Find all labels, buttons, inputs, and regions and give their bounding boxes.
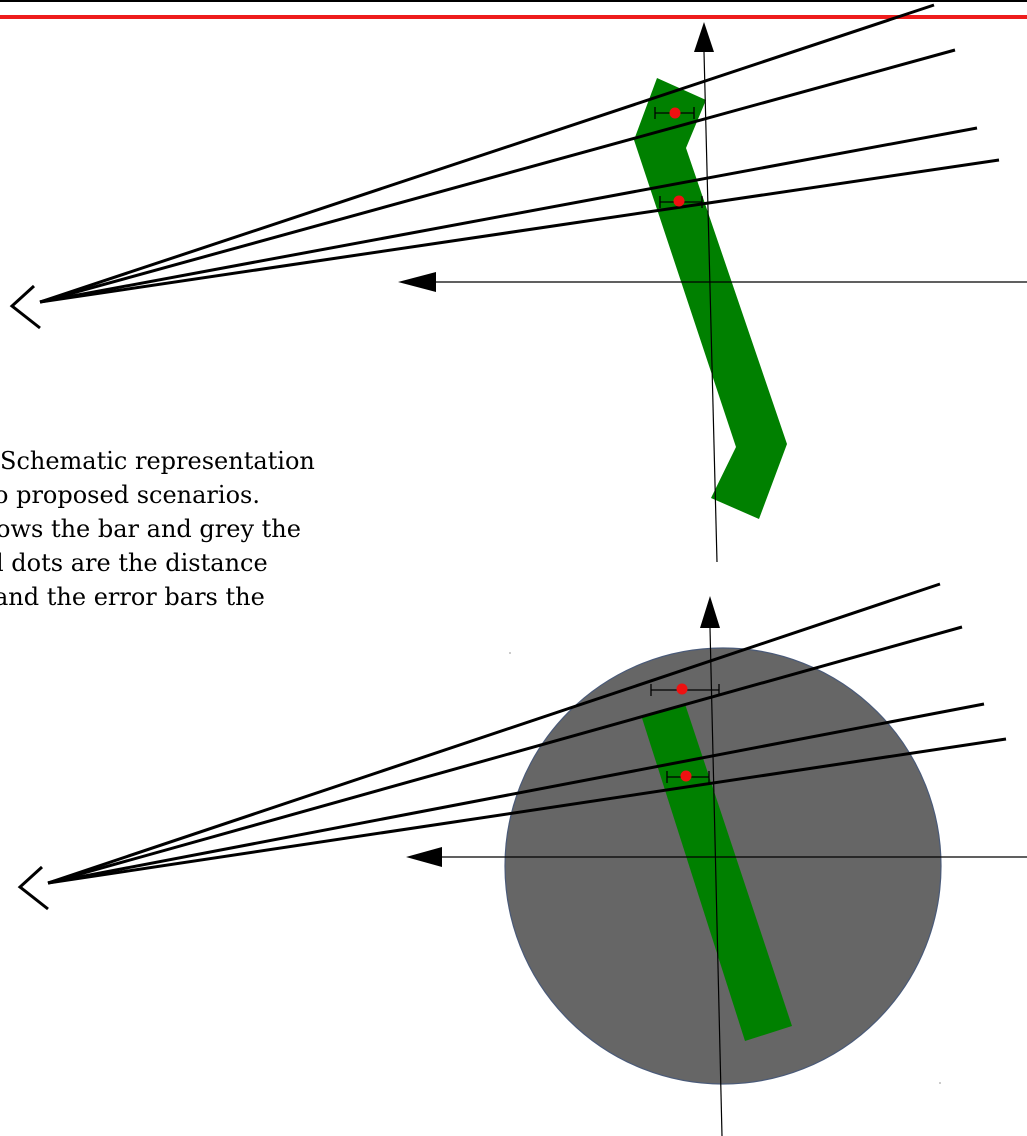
caption-line: and the error bars the [0,583,265,611]
sightline [47,737,1007,885]
observer-eye-icon [17,865,49,911]
vertical-axis [709,627,723,1136]
distance-dot [673,195,685,207]
panel-bar-plus-bulge [17,582,1027,1136]
horizontal-axis-arrowhead [398,272,436,292]
sightlines [39,3,1000,304]
distance-estimate [654,107,695,119]
vertical-axis-arrowhead [694,22,714,52]
distance-dot [680,770,692,782]
caption-line: ows the bar and grey the [0,515,301,543]
horizontal-axis-arrowhead [406,847,442,867]
sightline [39,158,1000,304]
observer-eye-icon [9,284,41,330]
sightline [47,625,963,885]
vertical-axis [703,51,718,563]
figure-caption: Schematic representation o proposed scen… [0,446,400,656]
caption-line: l dots are the distance [0,549,268,577]
sightline [39,48,956,304]
sightline [47,582,941,885]
caption-line: o proposed scenarios. [0,481,260,509]
panel-bar-only [9,3,1027,563]
distance-dot [669,107,681,119]
caption-line: Schematic representation [0,447,315,475]
distance-estimate [666,770,710,783]
sightline [47,702,985,885]
distance-estimate [650,683,720,696]
sightlines [47,582,1007,885]
sightline [39,126,978,304]
sightline [39,3,935,304]
distance-dot [676,683,688,695]
distance-estimate [659,195,703,208]
vertical-axis-arrowhead [700,596,720,628]
